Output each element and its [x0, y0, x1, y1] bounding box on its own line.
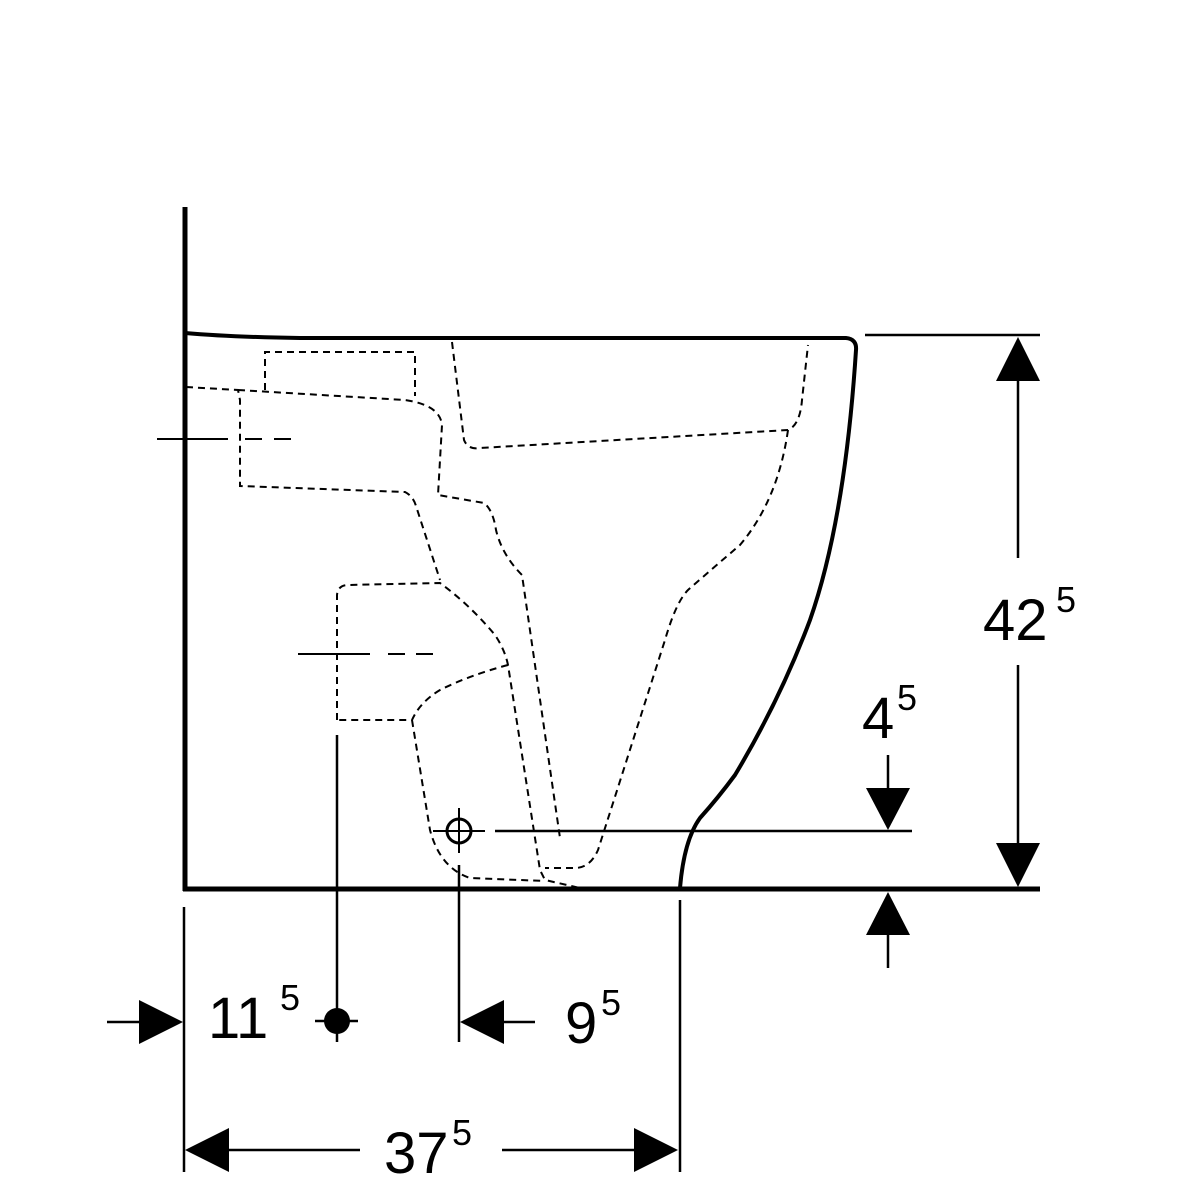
outlet-distance-label: 9: [565, 991, 597, 1056]
depth-label: 37: [384, 1121, 449, 1186]
height-label: 42: [983, 588, 1048, 653]
arrow-left-icon: [460, 1000, 504, 1044]
fixing-distance-label-sup: 5: [280, 977, 300, 1018]
depth-label-sup: 5: [452, 1112, 472, 1153]
outlet-height-label: 4: [862, 686, 894, 751]
outlet-distance-label-sup: 5: [601, 982, 621, 1023]
arrow-left-icon: [185, 1128, 229, 1172]
arrow-down-icon: [866, 788, 910, 830]
outlet-height-label-sup: 5: [897, 677, 917, 718]
arrow-right-icon: [139, 1000, 183, 1044]
height-label-sup: 5: [1056, 579, 1076, 620]
bowl-outline: [184, 331, 859, 889]
hidden-lines: [185, 341, 809, 889]
dimension-labels: 42 5 4 5 11 5 9 5 37 5: [208, 579, 1076, 1186]
arrow-right-icon: [634, 1128, 678, 1172]
fixing-distance-label: 11: [208, 986, 268, 1051]
fixing-point-icon: [324, 1008, 350, 1034]
arrowheads: [139, 337, 1040, 1172]
arrow-up-icon: [996, 337, 1040, 381]
outlet-center-symbol: [433, 808, 485, 853]
arrow-up-icon: [866, 892, 910, 935]
center-lines: [157, 438, 433, 655]
arrow-down-icon: [996, 843, 1040, 887]
